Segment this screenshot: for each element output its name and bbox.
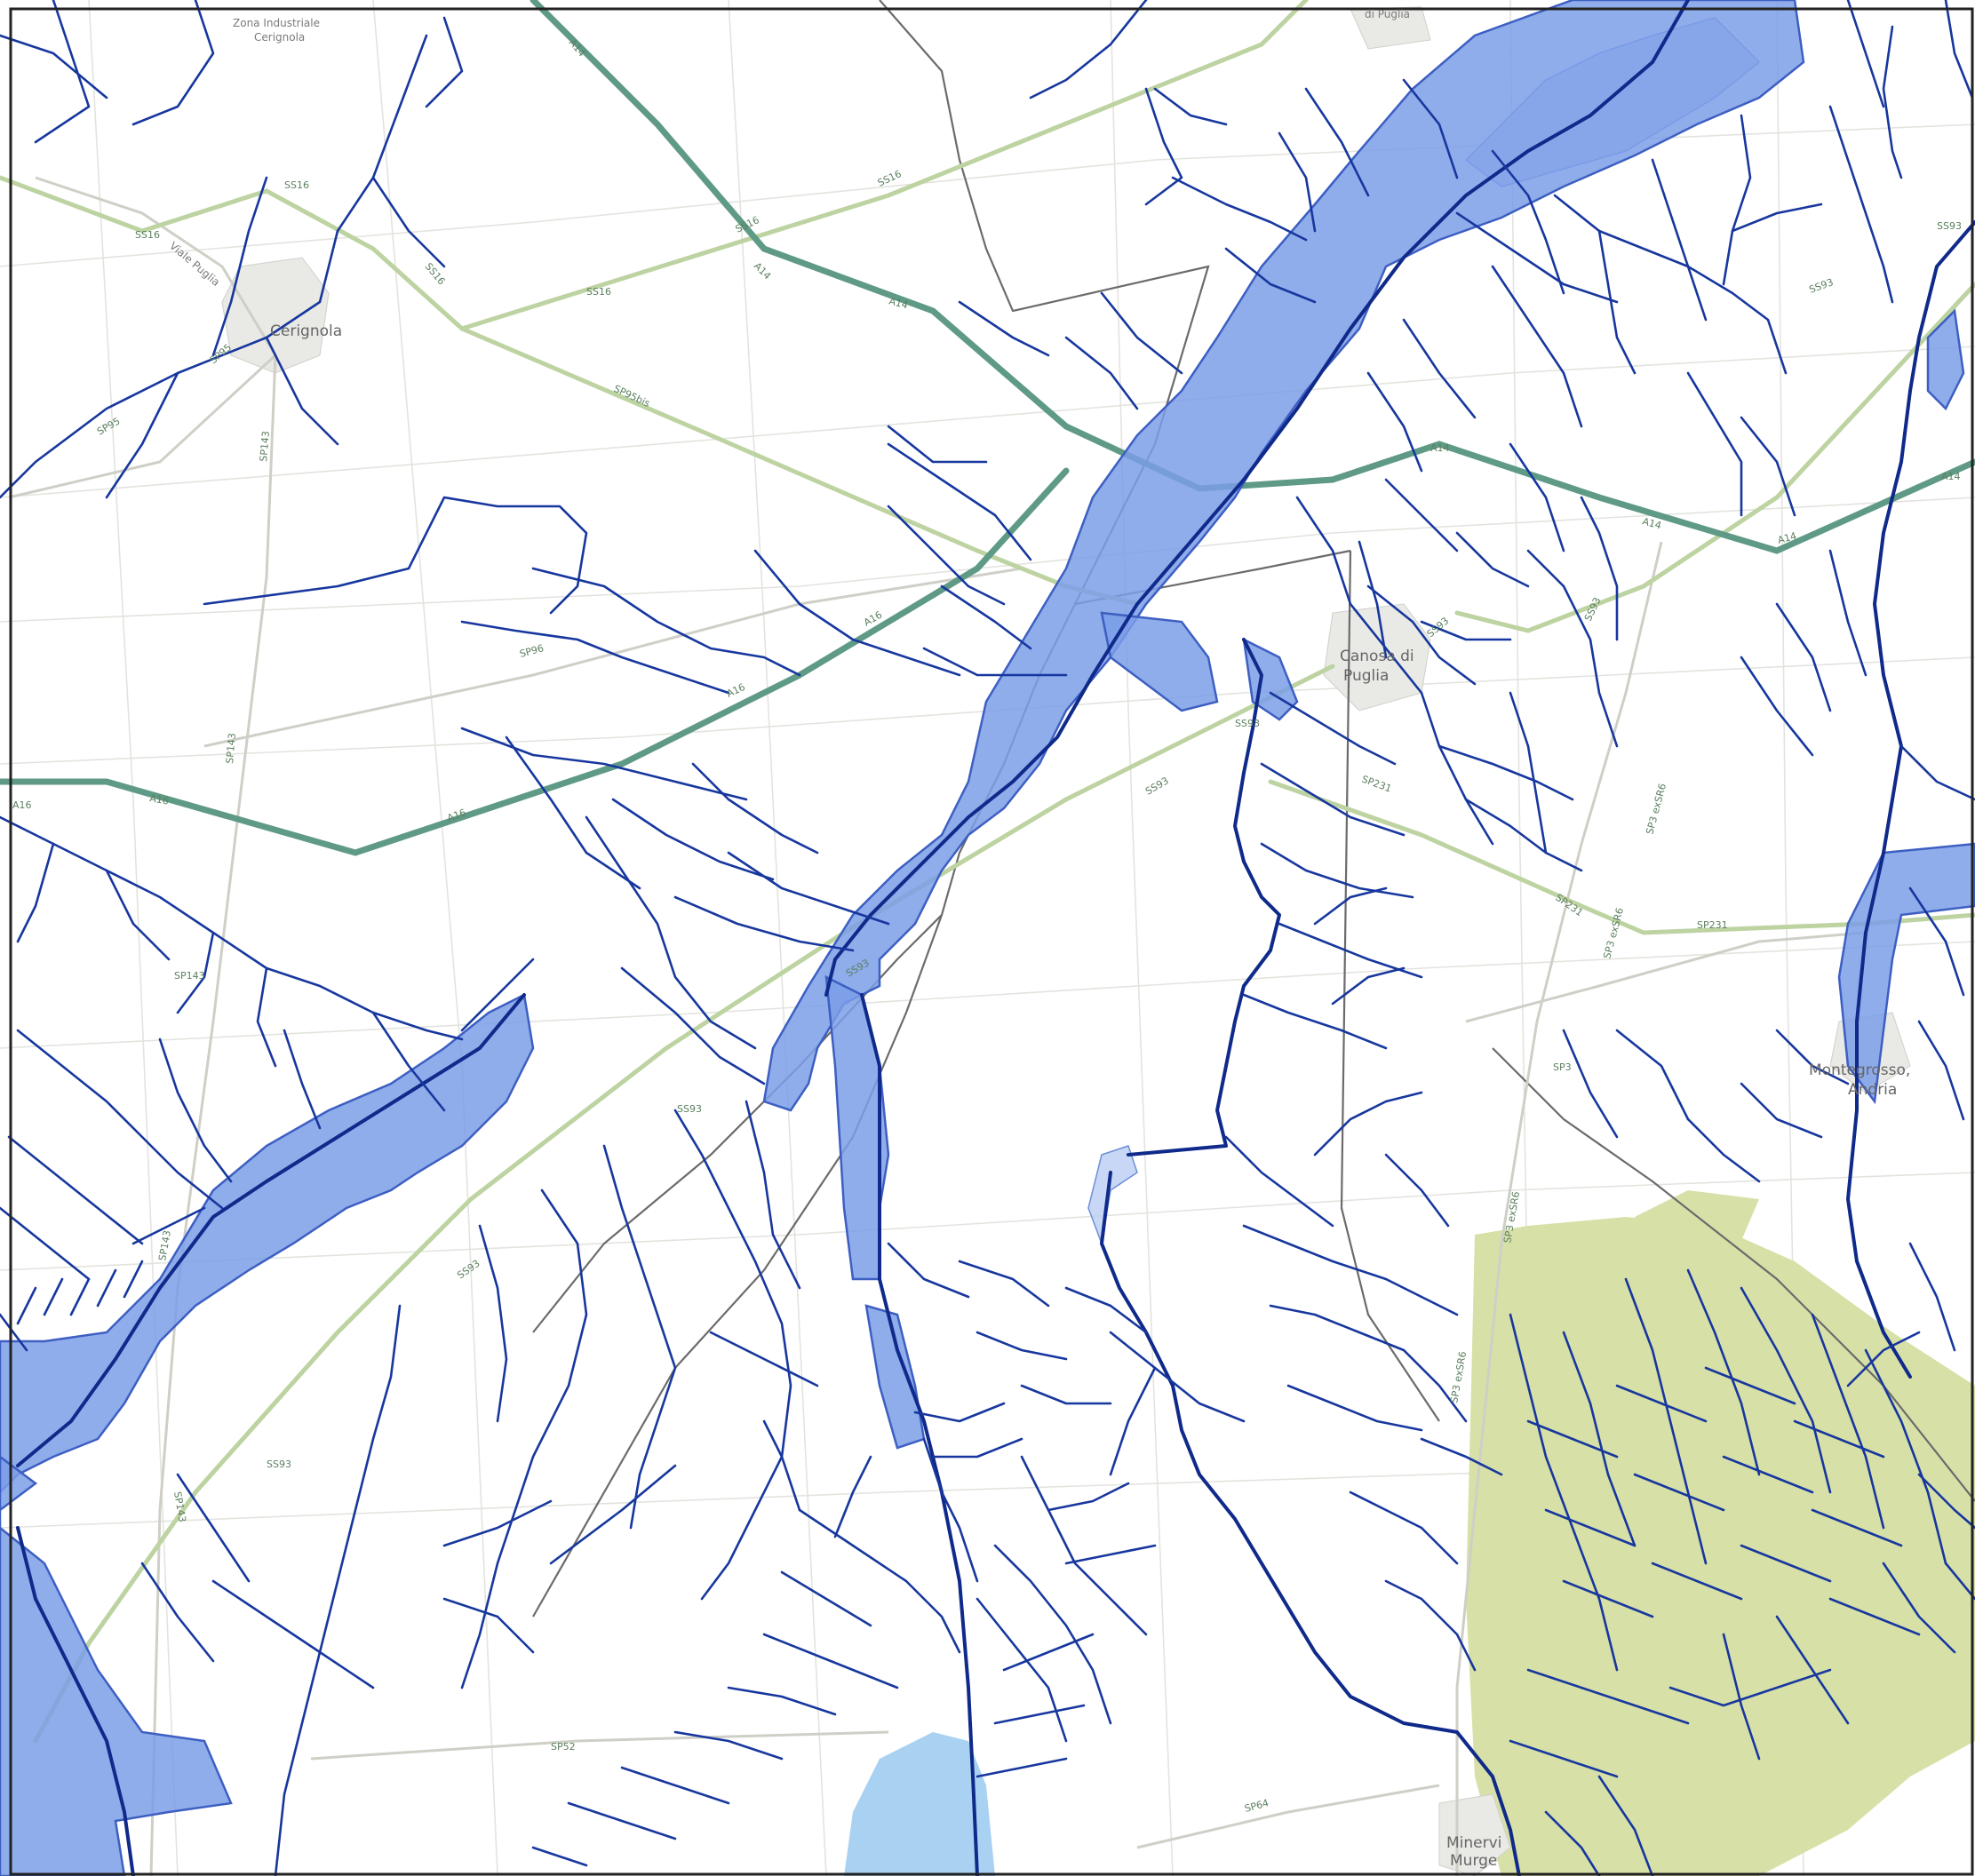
road-label-ss93-10: SS93: [1937, 220, 1962, 232]
place-label-minervino-1: Minervi: [1446, 1834, 1501, 1852]
road-label-a14-4: A14: [1430, 442, 1450, 454]
forest-area-2: [1635, 1190, 1759, 1261]
map-frame: [9, 7, 1974, 1876]
forest-area: [1466, 1217, 1975, 1876]
place-label-zona-industriale-2: Cerignola: [254, 31, 305, 44]
road-label-a14-7: A14: [1941, 471, 1961, 482]
place-label-montegrosso-1: Montegrosso,: [1809, 1061, 1910, 1079]
road-label-a14-3: A14: [888, 295, 909, 311]
road-label-ss16-2: SS16: [284, 179, 309, 191]
place-label-canosa-1: Canosa di: [1340, 648, 1414, 665]
place-label-minervino-2: Murge: [1450, 1852, 1497, 1870]
place-label-top-town: di Puglia: [1365, 8, 1410, 20]
road-label-a14-5: A14: [1641, 515, 1662, 531]
road-label-sp143-2: SP143: [224, 733, 238, 765]
place-label-canosa-2: Puglia: [1343, 667, 1389, 685]
road-label-ss93-8: SS93: [267, 1459, 291, 1470]
road-label-ss16-1: SS16: [135, 229, 160, 241]
place-label-montegrosso-2: Andria: [1848, 1081, 1897, 1099]
road-label-sp52: SP52: [551, 1741, 576, 1753]
road-label-a16-5: A16: [12, 799, 32, 811]
place-label-zona-industriale-1: Zona Industriale: [233, 17, 320, 29]
road-label-a14-6: A14: [1776, 530, 1797, 546]
road-label-ss93-3: SS93: [1235, 718, 1260, 729]
lake: [844, 1732, 995, 1876]
road-label-sp143-1: SP143: [258, 431, 272, 463]
road-label-ss16-6: SS16: [586, 286, 611, 298]
road-label-sp143-4: SP143: [156, 1229, 173, 1261]
road-label-sp143-5: SP143: [171, 1490, 188, 1522]
road-label-a16-4: A16: [148, 792, 169, 807]
place-label-cerignola: Cerignola: [270, 322, 342, 340]
road-label-sp3: SP3: [1553, 1061, 1572, 1073]
road-label-ss93-6: SS93: [677, 1103, 702, 1115]
road-label-sp231-3: SP231: [1697, 919, 1728, 931]
road-label-sp143-3: SP143: [174, 970, 205, 982]
provincial-roads: [8, 176, 1867, 1876]
